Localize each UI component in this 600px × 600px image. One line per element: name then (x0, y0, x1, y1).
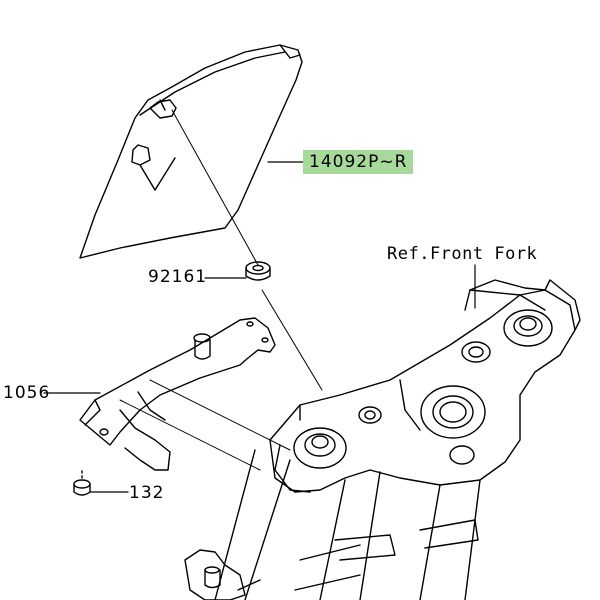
part-number-1056[interactable]: 1056 (3, 383, 51, 403)
part-number-92161[interactable]: 92161 (148, 267, 208, 287)
bracket-part (79, 317, 276, 471)
ref-front-fork-label: Ref.Front Fork (387, 244, 538, 264)
fender-cover-part (79, 44, 303, 259)
assembly-guide-lines (119, 109, 323, 471)
lower-bracket (184, 449, 291, 600)
grommet-part (245, 261, 271, 281)
part-number-132[interactable]: 132 (129, 483, 165, 503)
callout-leaders (43, 161, 476, 493)
fork-tubes (294, 471, 481, 600)
part-number-14092[interactable]: 14092P~R (303, 150, 414, 174)
bolt-part (73, 467, 91, 496)
front-fork-triple-clamp (269, 279, 581, 493)
